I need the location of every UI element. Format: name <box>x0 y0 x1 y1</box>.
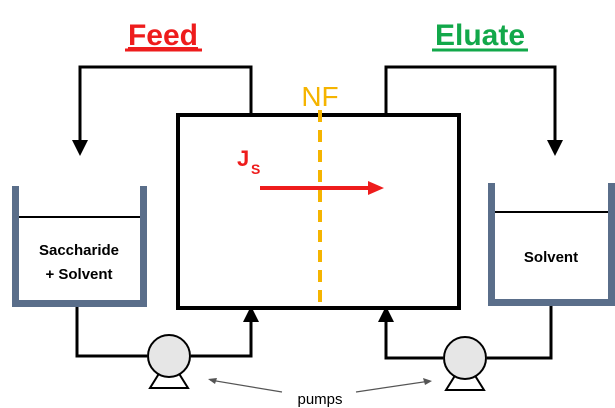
left-tank <box>12 186 147 307</box>
pumps-label: pumps <box>297 391 342 408</box>
right-tank-label: Solvent <box>524 249 578 266</box>
eluate-line <box>384 65 557 140</box>
flux-subscript: S <box>251 161 260 177</box>
left-pump-icon <box>147 334 191 389</box>
right-pump-line <box>487 306 553 360</box>
left-pump-line <box>75 307 147 358</box>
pump-pointer-left <box>209 379 283 393</box>
pump-pointer-right <box>355 380 431 393</box>
left-tank-label-1: Saccharide <box>39 242 119 259</box>
right-tank <box>488 183 615 306</box>
feed-title: Feed <box>128 19 198 52</box>
right-pump-icon <box>443 336 487 391</box>
feed-return-line <box>78 65 253 140</box>
flux-label: J <box>237 146 249 171</box>
eluate-title: Eluate <box>435 19 525 52</box>
membrane-label: NF <box>301 81 338 112</box>
left-tank-label-2: + Solvent <box>45 266 112 283</box>
